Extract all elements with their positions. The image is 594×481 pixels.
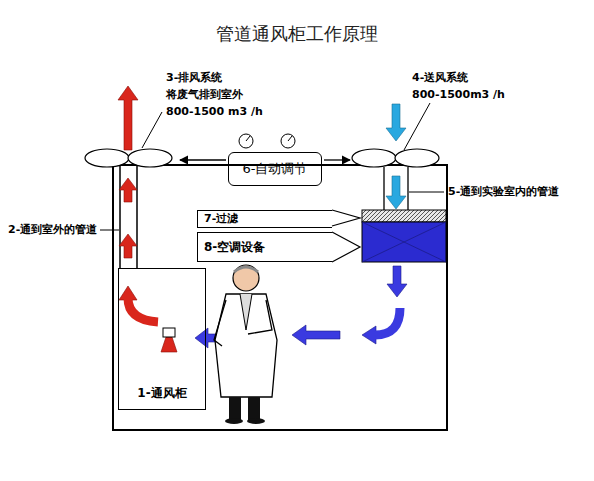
inlet-cap: [163, 328, 175, 337]
control-box: 6-自动调节: [228, 152, 322, 186]
callout-label: 3-排风系统: [166, 70, 222, 86]
diagram-title: 管道通风柜工作原理: [0, 22, 594, 46]
callout-label: 800-1500m3 /h: [412, 87, 505, 103]
person-figure: [214, 265, 277, 424]
callout-label: 将废气排到室外: [166, 87, 243, 103]
node-text: 8-空调设备: [204, 240, 265, 255]
room-outline: [113, 165, 447, 430]
exhaust-duct: [120, 166, 137, 268]
gauge-symbol: [239, 134, 295, 148]
ac-unit: [362, 222, 446, 262]
supply-duct: [384, 167, 408, 210]
node-text: 6-自动调节: [243, 161, 308, 177]
ac-box: 8-空调设备: [197, 232, 332, 262]
ac-unit-detail: [362, 222, 446, 262]
node-text: 1-通风柜: [137, 386, 186, 401]
arrow-tip: [332, 210, 360, 226]
exhaust-curve: [128, 298, 158, 322]
leader-line: [100, 103, 444, 230]
callout-label: 4-送风系统: [412, 70, 468, 86]
control-line: [324, 159, 350, 160]
node-text: 7-过滤: [204, 212, 238, 226]
callout-label: 2-通到室外的管道: [8, 222, 97, 238]
airflow-curve: [375, 308, 400, 335]
callout-label: 800-1500 m3 /h: [166, 104, 263, 120]
fume-hood: 1-通风柜: [118, 268, 206, 410]
supply-arrow: [386, 104, 406, 209]
control-line: [180, 159, 226, 160]
filter-layer: [362, 210, 446, 222]
callout-label: 5-通到实验室内的管道: [448, 184, 559, 200]
filter-box: 7-过滤: [197, 210, 332, 228]
exhaust-hood-inlet: [161, 337, 177, 352]
arrow-tip: [332, 232, 360, 262]
